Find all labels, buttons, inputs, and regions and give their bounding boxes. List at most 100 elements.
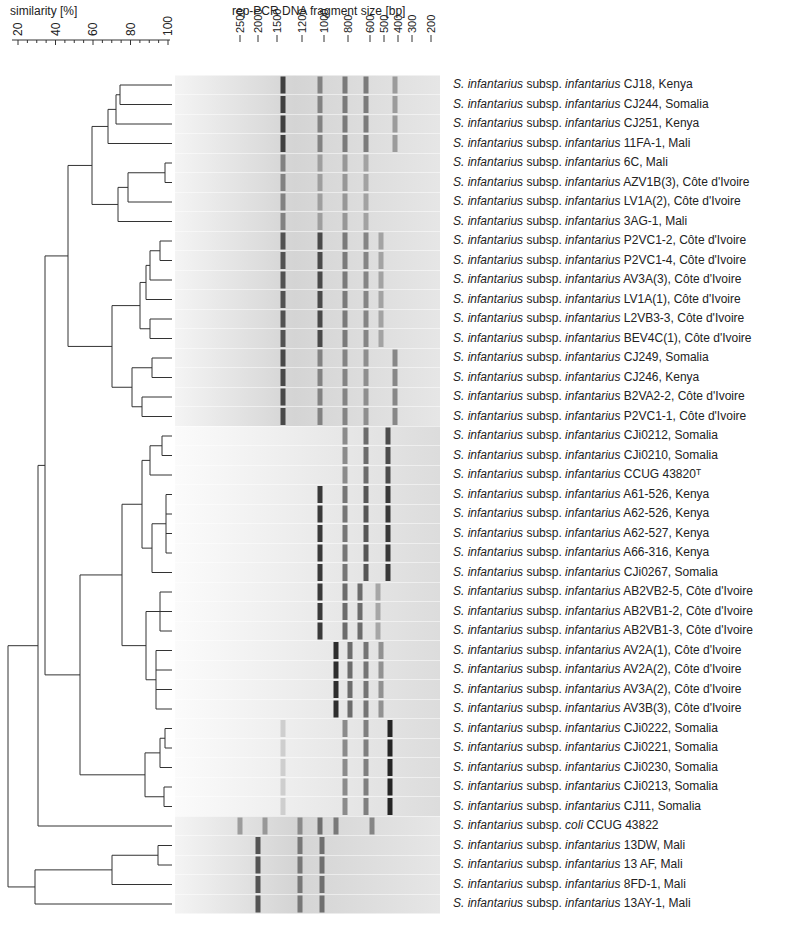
strain-label: S. infantarius subsp. infantarius CJ249,… bbox=[453, 351, 709, 363]
dendrogram-branch bbox=[92, 126, 108, 127]
dendrogram-branch bbox=[156, 650, 172, 651]
gel-band bbox=[386, 447, 391, 464]
gel-band bbox=[343, 155, 348, 172]
gel-band bbox=[343, 77, 348, 94]
gel-band bbox=[281, 135, 286, 152]
gel-band bbox=[379, 330, 384, 347]
gel-band bbox=[364, 681, 369, 698]
gel-band bbox=[364, 740, 369, 757]
gel-band bbox=[364, 662, 369, 679]
gel-band bbox=[386, 506, 391, 523]
gel-band bbox=[318, 233, 323, 250]
axis-tick bbox=[18, 40, 19, 45]
axis-tick bbox=[370, 35, 371, 42]
axis-tick bbox=[277, 35, 278, 42]
gel-band bbox=[343, 116, 348, 133]
gel-band bbox=[318, 525, 323, 542]
gel-lane bbox=[175, 271, 440, 290]
dendrogram-branch bbox=[150, 475, 172, 476]
gel-band bbox=[379, 272, 384, 289]
gel-band bbox=[376, 584, 381, 601]
dendrogram-branch bbox=[122, 504, 142, 505]
dendrogram-branch bbox=[35, 904, 172, 905]
gel-band bbox=[393, 135, 398, 152]
dendrogram-branch bbox=[122, 645, 146, 646]
axis-tick-label: 500 bbox=[379, 15, 390, 33]
gel-band bbox=[388, 779, 393, 796]
gel-band bbox=[388, 720, 393, 737]
dendrogram-branch bbox=[146, 679, 156, 680]
gel-band bbox=[281, 350, 286, 367]
dendrogram-branch bbox=[166, 533, 172, 534]
strain-label: S. infantarius subsp. infantarius CJ251,… bbox=[453, 117, 699, 129]
gel-band bbox=[343, 759, 348, 776]
axis-tick bbox=[398, 35, 399, 42]
gel-band bbox=[320, 857, 325, 874]
gel-band bbox=[334, 662, 339, 679]
strain-label: S. infantarius subsp. infantarius A66-31… bbox=[453, 546, 709, 558]
gel-band bbox=[343, 96, 348, 113]
dendrogram-branch bbox=[92, 204, 118, 205]
gel-band bbox=[386, 564, 391, 581]
dendrogram-branch bbox=[162, 455, 172, 456]
gel-band bbox=[364, 291, 369, 308]
gel-band bbox=[386, 525, 391, 542]
dendrogram-branch bbox=[150, 319, 172, 320]
gel-lane bbox=[175, 134, 440, 153]
dendrogram-branch bbox=[156, 689, 172, 690]
axis-tick-label: 1000 bbox=[319, 9, 330, 33]
dendrogram-branch bbox=[8, 646, 9, 887]
gel-band bbox=[364, 272, 369, 289]
gel-band bbox=[298, 818, 303, 835]
gel-band bbox=[298, 876, 303, 893]
gel-band bbox=[364, 96, 369, 113]
axis-tick bbox=[139, 40, 140, 43]
gel-band bbox=[343, 779, 348, 796]
axis-tick bbox=[240, 35, 241, 42]
dendrogram-branch bbox=[142, 548, 152, 549]
axis-tick-label: 20 bbox=[12, 23, 24, 36]
gel-lane bbox=[175, 875, 440, 894]
dendrogram-branch bbox=[158, 845, 172, 846]
strain-label: S. infantarius subsp. infantarius 13DW, … bbox=[453, 839, 685, 851]
gel-band bbox=[343, 798, 348, 815]
dendrogram-branch bbox=[146, 611, 160, 612]
gel-band bbox=[343, 330, 348, 347]
strain-label: S. infantarius subsp. infantarius AB2VB1… bbox=[453, 624, 753, 636]
gel-lane bbox=[175, 95, 440, 114]
gel-band bbox=[281, 233, 286, 250]
gel-band bbox=[376, 623, 381, 640]
gel-band bbox=[379, 291, 384, 308]
gel-band bbox=[343, 506, 348, 523]
dendrogram-branch bbox=[165, 728, 172, 729]
gel-band bbox=[318, 584, 323, 601]
axis-line bbox=[12, 40, 170, 41]
gel-lane bbox=[175, 173, 440, 192]
dendrogram-branch bbox=[160, 260, 172, 261]
dendrogram-branch bbox=[142, 397, 172, 398]
gel-band bbox=[386, 467, 391, 484]
gel-band bbox=[358, 584, 363, 601]
gel-band bbox=[281, 174, 286, 191]
strain-label: S. infantarius subsp. infantarius A62-52… bbox=[453, 507, 709, 519]
dendrogram-branch bbox=[150, 338, 172, 339]
strain-label: S. infantarius subsp. infantarius AB2VB1… bbox=[453, 605, 753, 617]
axis-tick-label: 800 bbox=[343, 15, 354, 33]
gel-band bbox=[281, 798, 286, 815]
axis-tick bbox=[130, 40, 131, 45]
strain-label: S. infantarius subsp. infantarius AV3A(2… bbox=[453, 683, 741, 695]
dendrogram-branch bbox=[165, 163, 172, 164]
gel-band bbox=[364, 564, 369, 581]
gel-band bbox=[364, 467, 369, 484]
axis-tick-label: 1200 bbox=[297, 9, 308, 33]
dendrogram-branch bbox=[38, 826, 172, 827]
gel-band bbox=[343, 291, 348, 308]
gel-band bbox=[379, 311, 384, 328]
axis-tick-label: 400 bbox=[393, 15, 404, 33]
gel-lane bbox=[175, 602, 440, 621]
dendrogram-branch bbox=[38, 465, 45, 466]
gel-band bbox=[364, 77, 369, 94]
gel-band bbox=[281, 311, 286, 328]
dendrogram-branch bbox=[160, 767, 172, 768]
axis-tick bbox=[258, 35, 259, 42]
